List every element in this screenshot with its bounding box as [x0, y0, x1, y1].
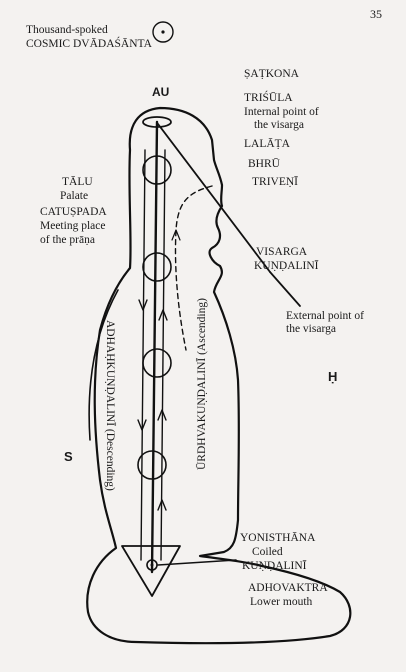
urdhva-kundalini-label: ŪRDHVAKUṆḌALINĪ (Ascending) [196, 298, 208, 470]
dvadasanta-label-line1: Thousand-spoked [26, 24, 108, 36]
external-point-line2: the visarga [286, 323, 336, 335]
adhah-kundalini-label: ADHAḤKUṆḌALINĪ (Descending) [104, 320, 116, 491]
lower-mouth-label: Lower mouth [250, 596, 313, 608]
triveni-label: TRIVEṆĪ [252, 176, 298, 188]
internal-point-line2: the visarga [254, 119, 304, 131]
trisula-label: TRIŚŪLA [244, 92, 293, 104]
au-label: AU [152, 85, 170, 99]
coiled-label: Coiled [252, 546, 283, 558]
page-number: 35 [370, 7, 382, 21]
lalata-label: LALĀṬA [244, 138, 290, 150]
adhovaktra-label: ADHOVAKTRA [248, 582, 328, 594]
visarga-label-line1: VISARGA [256, 246, 308, 258]
dvadasanta-label-line2: COSMIC DVĀDAŚĀNTA [26, 38, 152, 50]
satkona-label: ṢAṬKONA [244, 68, 299, 80]
bhru-label: BHRŪ [248, 158, 280, 170]
prana-label: of the prāṇa [40, 234, 95, 246]
meeting-place-label: Meeting place [40, 220, 106, 232]
h-visarga-label: Ḥ [328, 369, 338, 384]
yonisthana-label: YONISTHĀNA [240, 532, 316, 544]
dvadasanta-circle [152, 21, 174, 43]
internal-point-line1: Internal point of [244, 106, 319, 118]
talu-label: TĀLU [62, 176, 93, 188]
body-outline [86, 106, 352, 645]
s-label: S [64, 449, 73, 464]
palate-label: Palate [60, 190, 89, 202]
external-point-line1: External point of [286, 310, 364, 322]
kundalini-label: KUṆḌALINĪ [242, 560, 307, 572]
catuspada-label: CATUṢPADA [40, 206, 107, 218]
visarga-label-line2: KUṆḌALINĪ [254, 260, 319, 272]
